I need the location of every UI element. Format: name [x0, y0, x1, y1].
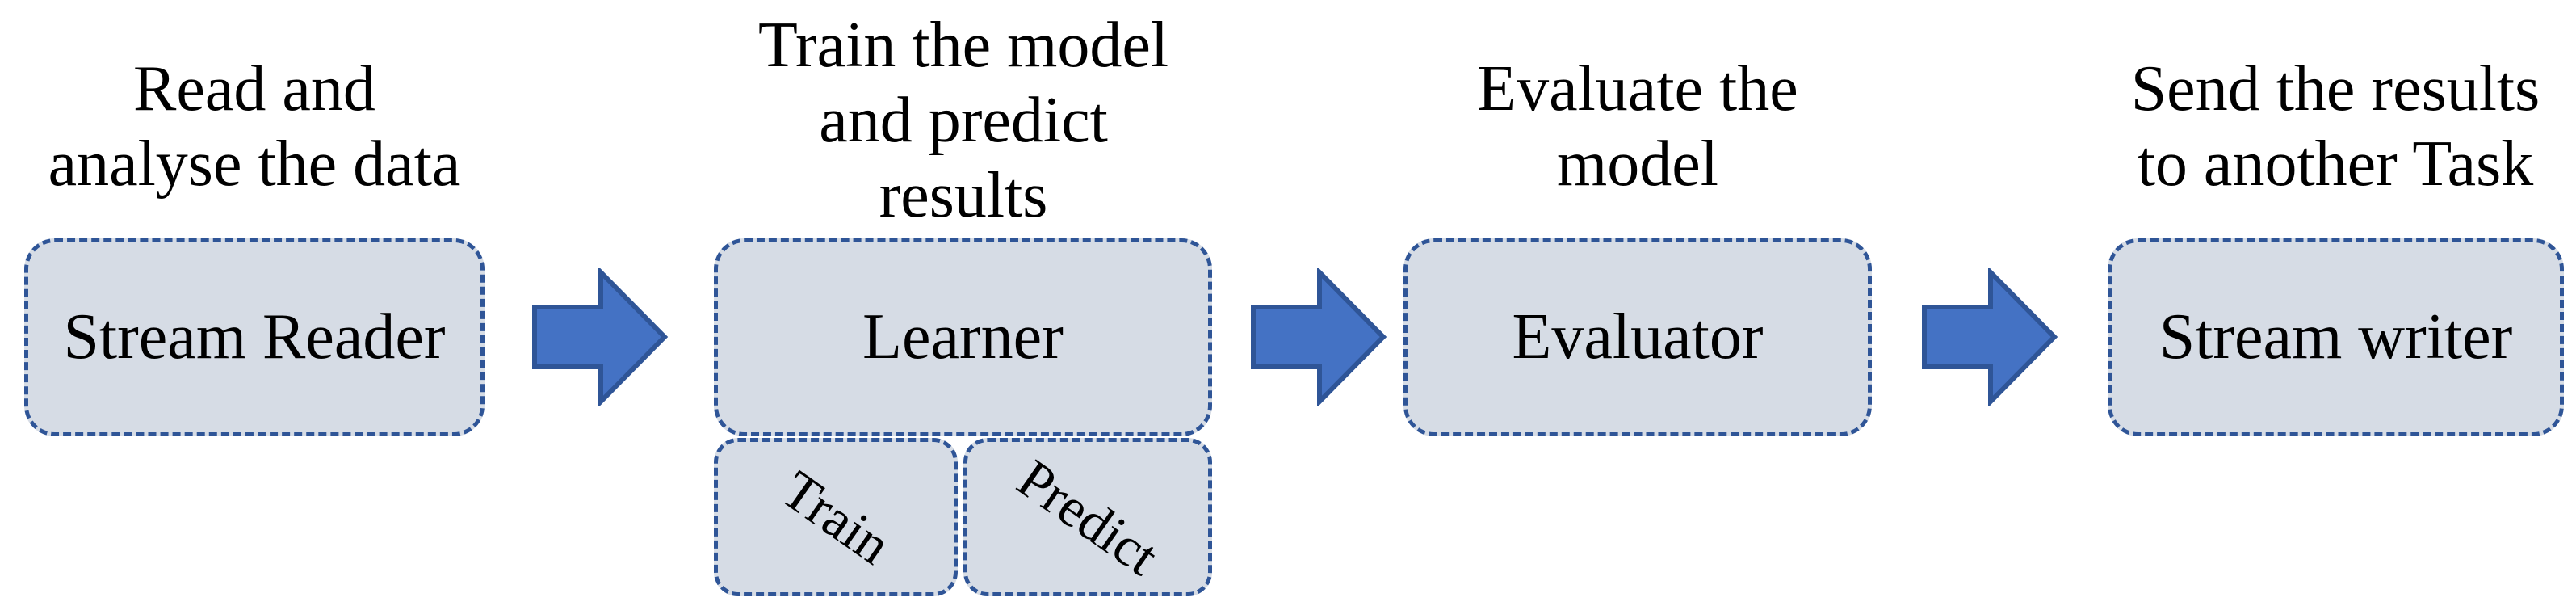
stage-box-learner: Learner: [714, 238, 1212, 436]
caption-evaluate: Evaluate the model: [1477, 53, 1798, 200]
stage-label-evaluator: Evaluator: [1512, 301, 1764, 372]
stage-label-stream-reader: Stream Reader: [63, 301, 446, 372]
stage-box-stream-writer: Stream writer: [2108, 238, 2564, 436]
sub-label-train: Train: [770, 457, 902, 576]
sub-box-train: Train: [714, 438, 958, 596]
stage-label-stream-writer: Stream writer: [2159, 301, 2513, 372]
stage-box-stream-reader: Stream Reader: [24, 238, 485, 436]
stage-label-learner: Learner: [862, 301, 1064, 372]
caption-read-analyse: Read and analyse the data: [48, 53, 461, 200]
stage-box-evaluator: Evaluator: [1403, 238, 1872, 436]
flow-arrow-icon: [1922, 268, 2058, 406]
caption-train-predict: Train the model and predict results: [757, 10, 1169, 231]
caption-send-results: Send the results to another Task: [2130, 53, 2540, 200]
flow-arrow-icon: [1251, 268, 1387, 406]
sub-box-predict: Predict: [963, 438, 1212, 596]
sub-label-predict: Predict: [1006, 447, 1169, 587]
flow-arrow-icon: [532, 268, 669, 406]
